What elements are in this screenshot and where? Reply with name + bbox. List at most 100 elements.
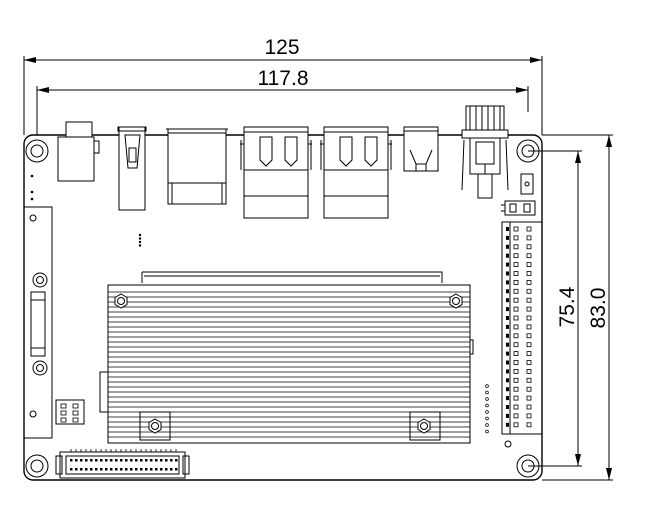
gpio-pin bbox=[526, 395, 532, 401]
header-pin bbox=[85, 459, 88, 462]
gpio-pin-mark bbox=[506, 307, 509, 312]
bottom-header-pins bbox=[70, 449, 178, 471]
gpio-pin bbox=[526, 377, 532, 383]
gpio-pin-mark bbox=[506, 271, 509, 276]
hole-spacing-height-label: 75.4 bbox=[556, 286, 579, 327]
test-pad bbox=[485, 403, 489, 408]
usb-dots bbox=[138, 233, 142, 247]
test-pad bbox=[485, 390, 489, 395]
bottom-header-connector bbox=[55, 451, 190, 479]
header-pin bbox=[135, 459, 138, 462]
small-header bbox=[501, 200, 536, 216]
gpio-pin bbox=[526, 271, 532, 276]
header-pin bbox=[80, 459, 83, 462]
gpio-pin-mark bbox=[506, 351, 509, 356]
header-pin bbox=[165, 459, 168, 462]
gpio-pin-mark bbox=[506, 289, 509, 294]
hdmi-port bbox=[166, 128, 228, 205]
header-pin bbox=[60, 403, 67, 409]
header-pin bbox=[125, 459, 128, 462]
header-pin bbox=[90, 459, 93, 462]
heatsink-fins bbox=[108, 291, 470, 438]
tactile-button bbox=[520, 173, 534, 195]
usb-dual-port-2 bbox=[320, 126, 392, 219]
gpio-pin-mark bbox=[506, 235, 509, 240]
gpio-pin-mark bbox=[506, 387, 509, 392]
gpio-pin-mark bbox=[506, 422, 509, 427]
gpio-pin bbox=[513, 368, 519, 374]
gpio-pin bbox=[526, 422, 532, 428]
gpio-pin bbox=[526, 279, 532, 285]
header-pin bbox=[70, 459, 73, 462]
header-pin bbox=[100, 459, 103, 462]
gpio-pin bbox=[513, 288, 519, 294]
overall-width-label: 125 bbox=[264, 36, 299, 59]
gpio-pin bbox=[513, 333, 519, 339]
gpio-pin bbox=[513, 404, 519, 410]
smd-dot bbox=[138, 244, 142, 247]
gpio-pin bbox=[513, 279, 519, 285]
header-pin bbox=[140, 468, 143, 471]
gpio-pin bbox=[526, 386, 532, 392]
header-pin bbox=[120, 459, 123, 462]
header-pin bbox=[100, 468, 103, 471]
gpio-pin bbox=[513, 315, 519, 321]
gpio-pin bbox=[526, 297, 532, 303]
smd-dot bbox=[138, 237, 142, 240]
gpio-pin bbox=[526, 226, 532, 232]
hole-spacing-width-label: 117.8 bbox=[258, 67, 309, 90]
header-pin bbox=[110, 459, 113, 462]
gpio-pin bbox=[513, 271, 519, 276]
gpio-pin-mark bbox=[506, 227, 509, 231]
antenna-connector bbox=[461, 105, 509, 199]
gpio-pin-mark bbox=[506, 405, 509, 409]
gpio-pin bbox=[513, 386, 519, 392]
gpio-pin-mark bbox=[506, 298, 509, 303]
header-pin bbox=[105, 468, 108, 471]
header-pin bbox=[170, 459, 173, 462]
gpio-pin bbox=[513, 377, 519, 383]
header-pin bbox=[60, 410, 67, 416]
gpio-pin bbox=[513, 395, 519, 401]
gpio-pin bbox=[513, 262, 519, 268]
header-pin bbox=[130, 459, 133, 462]
header-pin bbox=[125, 468, 128, 471]
gpio-pin bbox=[513, 324, 519, 330]
mounting-hole-bottom-left bbox=[25, 454, 49, 478]
header-pin bbox=[70, 468, 73, 471]
header-pin bbox=[140, 459, 143, 462]
gpio-pin bbox=[526, 262, 532, 268]
gpio-pin bbox=[513, 235, 519, 241]
test-pads bbox=[485, 384, 489, 434]
rj45-port bbox=[403, 126, 439, 172]
gpio-pin-mark bbox=[506, 342, 509, 347]
dimension-hole-spacing-width: 117.8 bbox=[36, 67, 529, 135]
gpio-pin-mark bbox=[506, 333, 509, 338]
screw-icon bbox=[449, 293, 463, 309]
header-pin bbox=[130, 468, 133, 471]
gpio-pin bbox=[526, 244, 532, 250]
header-pin bbox=[72, 410, 79, 416]
test-pad bbox=[485, 397, 489, 401]
test-pad bbox=[485, 416, 489, 421]
gpio-pin-mark bbox=[506, 262, 509, 267]
gpio-pin bbox=[513, 253, 519, 259]
gpio-pin bbox=[526, 368, 532, 374]
header-pin bbox=[60, 417, 67, 423]
gpio-pin bbox=[513, 422, 519, 428]
gpio-pin-mark bbox=[506, 369, 509, 374]
header-pin bbox=[115, 468, 118, 471]
screw-icon bbox=[114, 293, 128, 309]
gpio-pin-mark bbox=[506, 360, 509, 365]
header-pin bbox=[90, 468, 93, 471]
smd-dot bbox=[138, 240, 142, 244]
gpio-pin bbox=[526, 253, 532, 259]
header-pin bbox=[75, 459, 78, 462]
gpio-pin bbox=[526, 315, 532, 321]
header-pin bbox=[145, 468, 148, 471]
mounting-hole-top-right bbox=[516, 139, 540, 163]
header-pin bbox=[170, 468, 173, 471]
small-header-pins bbox=[60, 403, 79, 423]
header-pin bbox=[110, 468, 113, 471]
header-pin bbox=[160, 468, 163, 471]
